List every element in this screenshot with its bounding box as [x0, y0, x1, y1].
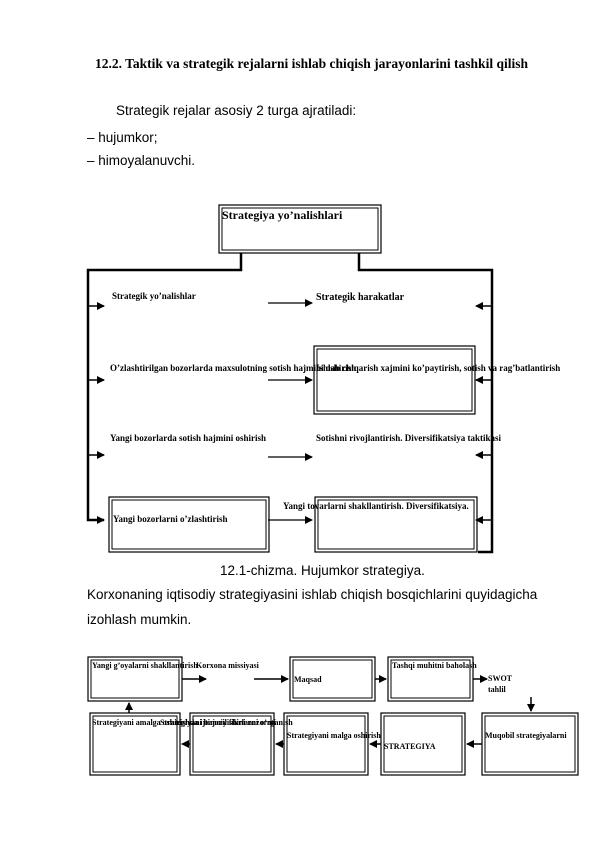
diagram-offensive-strategy	[86, 204, 494, 554]
diagram-strategy-stages	[87, 656, 579, 776]
row2-left-label: Yangi bozorlarda sotish hajmini oshirish	[110, 433, 266, 443]
section-heading: 12.2. Taktik va strategik rejalarni ishl…	[95, 56, 528, 71]
row2-right-label: Sotishni rivojlantirish. Diversifikatsiy…	[316, 433, 502, 443]
row3-right-box	[314, 496, 478, 553]
diagram1-labels: Strategiya yo’nalishlari Strategik yo’na…	[110, 208, 560, 524]
diagram2-labels: Yangi g’oyalarni shakllantirish Korxona …	[92, 661, 567, 751]
new-ideas-label: Yangi g’oyalarni shakllantirish	[92, 661, 198, 670]
box-implement	[283, 712, 369, 776]
paragraph-line: Korxonaning iqtisodiy strategiyasini ish…	[87, 587, 538, 602]
public-opinion-label: Strategiyani amalga oshirishda ijtimoiy …	[92, 718, 293, 727]
row1-right-box	[313, 345, 476, 415]
row3-left-label: Yangi bozorlarni o’zlashtirish	[113, 514, 228, 524]
row3-left-box	[108, 496, 270, 553]
swot-label: SWOT	[488, 674, 513, 683]
control-label: Strategiyani bajarilishini nazorati	[160, 718, 277, 727]
left-header: Strategik yo’nalishlar	[112, 291, 196, 301]
left-connector	[86, 253, 243, 524]
alternatives-label: Muqobil strategiyalarni	[485, 731, 567, 740]
figure-caption: 12.1-chizma. Hujumkor strategiya.	[220, 563, 425, 578]
row3-right-label: Yangi tovarlarni shakllantirish. Diversi…	[283, 501, 469, 511]
box-alternatives	[481, 712, 579, 776]
row1-right-label: Ishlab chiqarish xajmini ko’paytirish, s…	[316, 363, 560, 373]
intro-text: Strategik rejalar asosiy 2 turga ajratil…	[116, 103, 357, 118]
top-box-outer	[218, 204, 382, 254]
top-box-label: Strategiya yo’nalishlari	[222, 208, 343, 222]
strategy-label: STRATEGIYA	[384, 742, 436, 751]
mission-label: Korxona missiyasi	[196, 661, 260, 670]
box-public-opinion	[89, 712, 181, 776]
paragraph-line: izohlash mumkin.	[87, 612, 192, 627]
top-box-inner	[221, 207, 379, 251]
list-item: – himoyalanuvchi.	[87, 153, 196, 168]
swot-analysis-label: tahlil	[488, 685, 507, 694]
list-item: – hujumkor;	[87, 130, 158, 145]
right-header: Strategik harakatlar	[316, 292, 405, 303]
right-connector	[357, 253, 494, 554]
row1-left-label: O’zlashtirilgan bozorlarda maxsulotning …	[110, 363, 356, 373]
external-env-label: Tashqi muhitni baholash	[392, 661, 477, 670]
implement-label: Strategiyani malga oshirish	[287, 731, 381, 740]
goal-label: Maqsad	[294, 675, 322, 684]
